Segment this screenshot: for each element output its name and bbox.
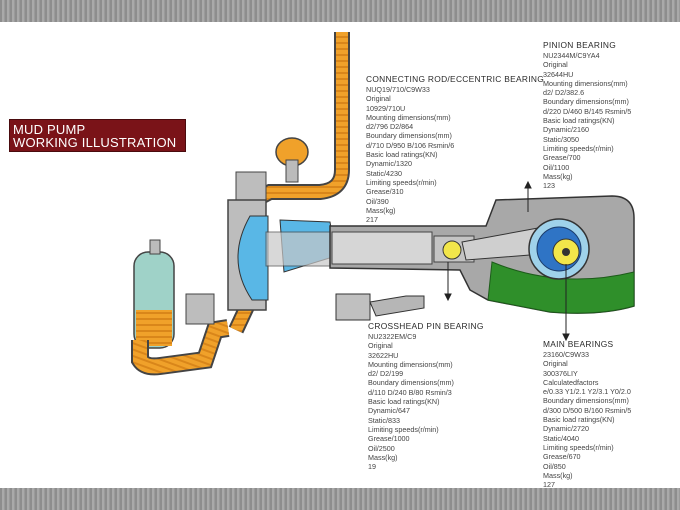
spec-line: e/0.33 Y1/2.1 Y2/3.1 Y0/2.0 (543, 387, 631, 397)
spec-line: d2/796 D2/864 (366, 122, 414, 132)
spec-line: Limiting speeds(r/min) (366, 177, 437, 187)
pulsation-dampener (275, 137, 309, 183)
spec-line: Limiting speeds(r/min) (368, 424, 439, 434)
spec-line: Oil/1100 (543, 162, 570, 172)
spec-line: NU2344M/C9YA4 (543, 51, 600, 60)
spec-line: Dynamic/647 (368, 406, 410, 416)
connecting-rod-bearing-block: CONNECTING ROD/ECCENTRIC BEARING NUQ19/7… (366, 74, 544, 224)
title-box: MUD PUMP WORKING ILLUSTRATION (9, 119, 186, 152)
spec-line: Oil/2500 (368, 443, 395, 453)
suction-valve (185, 293, 215, 325)
spec-line: Boundary dimensions(mm) (543, 97, 629, 107)
spec-line: 300376LIY (543, 368, 578, 378)
fluid-end (227, 199, 337, 311)
spec-line: Boundary dimensions(mm) (543, 396, 629, 406)
spec-line: Calculatedfactors (543, 377, 599, 387)
title-line-2: WORKING ILLUSTRATION (13, 135, 177, 150)
spec-line: Original (366, 94, 391, 104)
spec-line: 32622HU (368, 350, 399, 360)
spec-line: Mass(kg) (543, 171, 573, 181)
spec-line: Dynamic/1320 (366, 159, 412, 169)
spec-line: 32644HU (543, 69, 574, 79)
crosshead-heading: CROSSHEAD PIN BEARING (368, 321, 484, 331)
spec-line: Original (543, 359, 568, 369)
crosshead-assembly (335, 293, 425, 321)
spec-line: 23160/C9W33 (543, 350, 589, 359)
suction-dampener (133, 239, 175, 349)
spec-line: 217 (366, 215, 378, 225)
power-end (329, 195, 635, 314)
spec-line: Dynamic/2720 (543, 424, 589, 434)
spec-line: Mass(kg) (543, 470, 573, 480)
spec-line: Limiting speeds(r/min) (543, 442, 614, 452)
spec-line: Basic load ratings(KN) (368, 397, 440, 407)
spec-line: Basic load ratings(KN) (366, 150, 438, 160)
spec-line: Static/4230 (366, 168, 402, 178)
spec-line: 127 (543, 480, 555, 490)
spec-line: Mass(kg) (366, 205, 396, 215)
spec-line: 123 (543, 181, 555, 191)
spec-line: d/710 D/950 B/106 Rsmin/6 (366, 140, 455, 150)
spec-line: Basic load ratings(KN) (543, 415, 615, 425)
spec-line: Original (543, 60, 568, 70)
main-bearings-block: MAIN BEARINGS 23160/C9W33 Original 30037… (543, 339, 631, 489)
spec-line: Mounting dimensions(mm) (366, 112, 451, 122)
spec-line: Grease/310 (366, 187, 404, 197)
spec-line: Oil/390 (366, 196, 389, 206)
spec-line: 19 (368, 462, 376, 472)
pinion-heading: PINION BEARING (543, 40, 617, 50)
discharge-valve (235, 171, 267, 201)
spec-line: Limiting speeds(r/min) (543, 143, 614, 153)
top-stripe (0, 0, 680, 22)
spec-line: NU2322EM/C9 (368, 332, 417, 341)
spec-line: Boundary dimensions(mm) (366, 131, 452, 141)
title-line-1: MUD PUMP (13, 122, 86, 137)
spec-line: Oil/850 (543, 461, 566, 471)
spec-line: Static/3050 (543, 134, 579, 144)
spec-line: Mounting dimensions(mm) (543, 78, 628, 88)
spec-line: Boundary dimensions(mm) (368, 378, 454, 388)
connecting-rod-heading: CONNECTING ROD/ECCENTRIC BEARING (366, 74, 545, 84)
crosshead-pin-bearing-block: CROSSHEAD PIN BEARING NU2322EM/C9 Origin… (368, 321, 484, 471)
spec-line: Grease/1000 (368, 434, 410, 444)
main-bearings-heading: MAIN BEARINGS (543, 339, 614, 349)
spec-line: Mounting dimensions(mm) (368, 359, 453, 369)
spec-line: Dynamic/2160 (543, 125, 589, 135)
pinion-bearing-block: PINION BEARING NU2344M/C9YA4 Original 32… (543, 40, 631, 190)
spec-line: d/110 D/240 B/80 Rsmin/3 (368, 387, 452, 397)
spec-line: 10929/710U (366, 103, 406, 113)
spec-line: NUQ19/710/C9W33 (366, 85, 430, 94)
spec-line: Mass(kg) (368, 452, 398, 462)
spec-line: d2/ D2/199 (368, 369, 404, 379)
bottom-stripe (0, 488, 680, 510)
spec-line: Static/833 (368, 415, 400, 425)
spec-line: d2/ D2/382.6 (543, 88, 585, 98)
spec-line: Grease/700 (543, 153, 581, 163)
spec-line: Grease/670 (543, 452, 581, 462)
spec-line: Original (368, 341, 393, 351)
spec-line: Static/4040 (543, 433, 579, 443)
callout-arrows (444, 180, 570, 342)
spec-line: d/220 D/460 B/145 Rsmin/5 (543, 106, 632, 116)
spec-line: d/300 D/500 B/160 Rsmin/5 (543, 405, 632, 415)
spec-line: Basic load ratings(KN) (543, 116, 615, 126)
